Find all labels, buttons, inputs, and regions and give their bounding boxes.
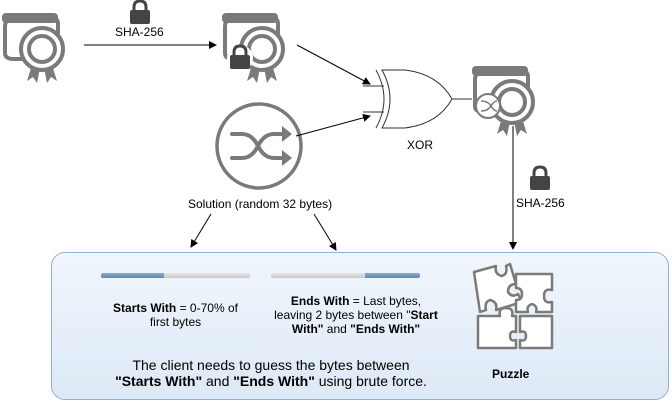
xor-label: XOR — [407, 138, 434, 152]
lock-icon — [227, 44, 253, 71]
arrow-to-xor-1 — [296, 44, 371, 85]
ends-with-def-2a: leaving 2 bytes between " — [274, 308, 411, 322]
arrow-to-xor-2 — [295, 113, 371, 137]
starts-with-def-2: first bytes — [149, 315, 202, 329]
certificate-icon — [0, 11, 65, 85]
ends-with-def-3b: and — [323, 322, 351, 336]
ends-with-def-3a: With" — [291, 322, 324, 336]
summary-bold-1: "Starts With" — [115, 373, 203, 389]
ends-with-def: = Last bytes, — [349, 294, 422, 308]
solution-label: Solution (random 32 bytes) — [188, 197, 333, 211]
hash-label-top: SHA-256 — [115, 25, 164, 39]
arrow-to-starts-with — [190, 213, 212, 248]
ends-with-def-3c: "Ends With" — [350, 322, 421, 336]
starts-with-def: = 0-70% of — [176, 301, 238, 315]
summary-mid: and — [202, 373, 234, 389]
xor-gate-icon — [363, 69, 472, 129]
ends-with-term: Ends With — [290, 294, 350, 308]
summary-tail: using brute force. — [314, 373, 427, 389]
puzzle-label: Puzzle — [492, 367, 530, 381]
summary-text: The client needs to guess the bytes betw… — [110, 357, 432, 389]
ends-with-def-2b: Start — [410, 308, 438, 322]
ends-with-bar-fill — [364, 273, 420, 278]
hash-label-right: SHA-256 — [516, 196, 565, 210]
shuffle-small-icon — [475, 93, 501, 119]
ends-with-bar — [271, 273, 420, 278]
arrow-to-ends-with — [313, 213, 337, 251]
lock-icon — [128, 0, 152, 26]
shuffle-icon — [215, 102, 303, 190]
lock-icon — [528, 165, 552, 192]
summary-line-1: The client needs to guess the bytes betw… — [132, 357, 410, 373]
summary-bold-2: "Ends With" — [233, 373, 315, 389]
ends-with-description: Ends With = Last bytes, leaving 2 bytes … — [266, 294, 446, 336]
starts-with-term: Starts With — [113, 301, 177, 315]
starts-with-bar-fill — [101, 273, 164, 278]
starts-with-bar — [101, 273, 250, 278]
puzzle-icon — [472, 262, 554, 350]
certificate-hashed-icon — [220, 11, 285, 85]
starts-with-description: Starts With = 0-70% of first bytes — [98, 301, 253, 329]
